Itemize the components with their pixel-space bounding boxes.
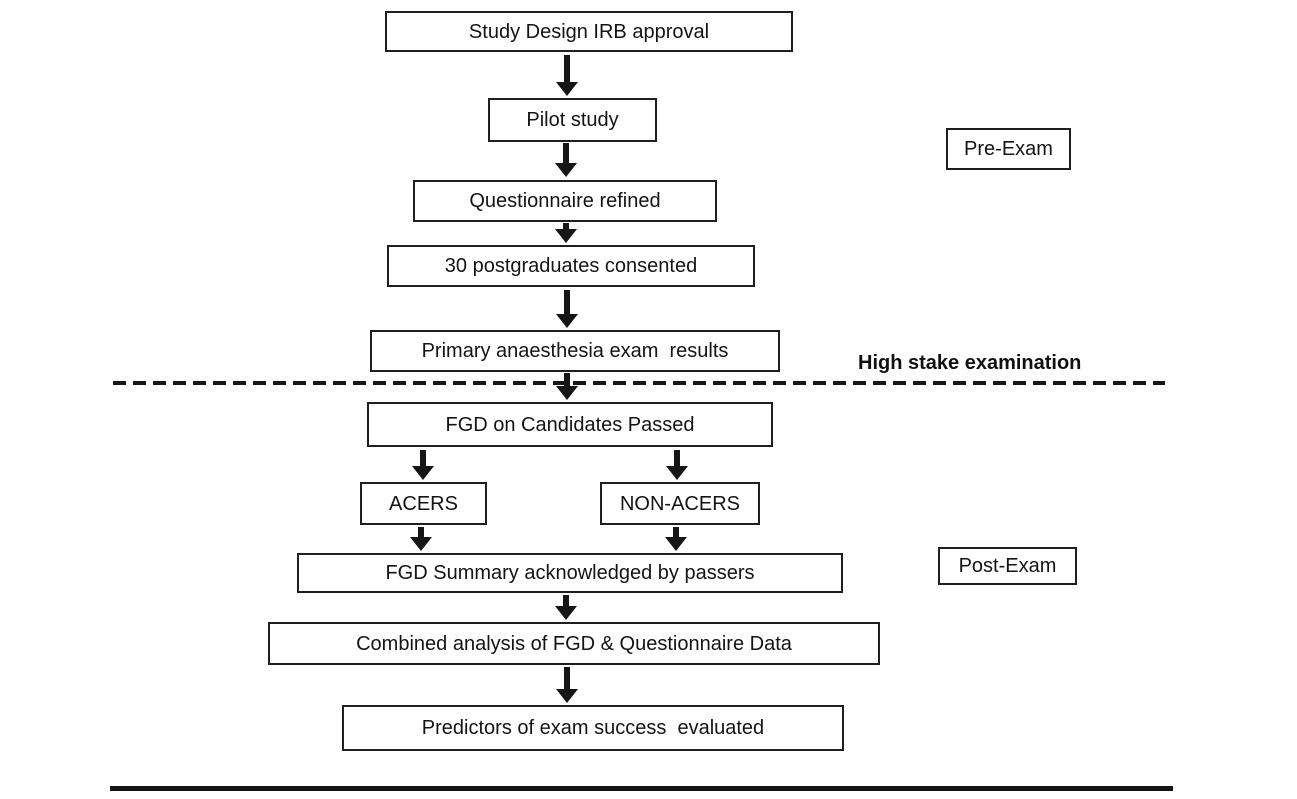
node-fgd-summary-acknowledged: FGD Summary acknowledged by passers xyxy=(297,553,843,593)
node-label: Primary anaesthesia exam results xyxy=(421,340,729,362)
arrow-stem xyxy=(674,450,680,466)
high-stake-examination-label: High stake examination xyxy=(858,352,1082,374)
arrow-head xyxy=(556,386,578,400)
arrow-combined-to-predictors-icon xyxy=(556,667,578,703)
node-combined-analysis: Combined analysis of FGD & Questionnaire… xyxy=(268,622,880,665)
arrow-fgd-candidates-to-acers-icon xyxy=(412,450,434,480)
arrow-fgd-summary-to-combined-icon xyxy=(555,595,577,620)
node-study-design-irb-approval: Study Design IRB approval xyxy=(385,11,793,52)
arrow-stem xyxy=(563,223,569,229)
node-label: NON-ACERS xyxy=(619,492,740,515)
node-primary-anaesthesia-exam-results: Primary anaesthesia exam results xyxy=(370,330,780,372)
node-label: Predictors of exam success evaluated xyxy=(421,717,765,739)
arrow-head xyxy=(665,537,687,551)
node-label: Post-Exam xyxy=(958,555,1057,577)
arrow-head xyxy=(556,689,578,703)
arrow-pilot-to-questionnaire-icon xyxy=(555,143,577,177)
arrow-postgraduates-to-primary-exam-icon xyxy=(556,290,578,328)
node-label: FGD Summary acknowledged by passers xyxy=(385,562,755,584)
arrow-stem xyxy=(673,527,679,537)
node-label: Pre-Exam xyxy=(964,138,1053,160)
arrow-stem xyxy=(563,143,569,163)
arrow-questionnaire-to-postgraduates-icon xyxy=(555,223,577,243)
arrow-fgd-candidates-to-non-acers-icon xyxy=(666,450,688,480)
node-questionnaire-refined: Questionnaire refined xyxy=(413,180,717,222)
arrow-head xyxy=(666,466,688,480)
arrow-stem xyxy=(420,450,426,466)
arrow-acers-to-fgd-summary-icon xyxy=(410,527,432,551)
arrow-stem xyxy=(564,373,570,386)
exam-divider-dashed-line xyxy=(113,381,1165,385)
node-label: Study Design IRB approval xyxy=(468,20,710,43)
arrow-head xyxy=(412,466,434,480)
node-label: Questionnaire refined xyxy=(469,190,661,212)
arrow-stem xyxy=(564,290,570,314)
node-label: Pilot study xyxy=(526,109,619,131)
arrow-primary-exam-to-fgd-candidates-icon xyxy=(556,373,578,400)
node-predictors-evaluated: Predictors of exam success evaluated xyxy=(342,705,844,751)
node-label: Combined analysis of FGD & Questionnaire… xyxy=(356,632,792,655)
arrow-stem xyxy=(418,527,424,537)
arrow-head xyxy=(410,537,432,551)
node-label: ACERS xyxy=(389,492,458,515)
node-fgd-on-candidates-passed: FGD on Candidates Passed xyxy=(367,402,773,447)
node-pilot-study: Pilot study xyxy=(488,98,657,142)
node-postgraduates-consented: 30 postgraduates consented xyxy=(387,245,755,287)
arrow-stem xyxy=(564,667,570,689)
arrow-head xyxy=(556,82,578,96)
node-label: 30 postgraduates consented xyxy=(444,255,698,277)
arrow-head xyxy=(555,163,577,177)
node-label: FGD on Candidates Passed xyxy=(445,413,695,436)
node-pre-exam-label: Pre-Exam xyxy=(946,128,1071,170)
arrow-irb-to-pilot-icon xyxy=(556,55,578,96)
node-acers: ACERS xyxy=(360,482,487,525)
arrow-stem xyxy=(563,595,569,606)
node-non-acers: NON-ACERS xyxy=(600,482,760,525)
figure-bottom-rule xyxy=(110,786,1173,791)
arrow-non-acers-to-fgd-summary-icon xyxy=(665,527,687,551)
node-post-exam-label: Post-Exam xyxy=(938,547,1077,585)
arrow-stem xyxy=(564,55,570,82)
arrow-head xyxy=(555,229,577,243)
arrow-head xyxy=(556,314,578,328)
arrow-head xyxy=(555,606,577,620)
